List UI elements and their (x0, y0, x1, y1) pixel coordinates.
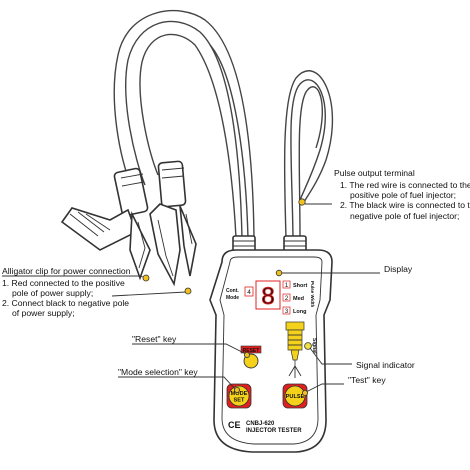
pulse-width-label: Pulse Width (310, 281, 315, 307)
alligator-title: Alligator clip for power connection (2, 266, 131, 276)
signal-indicator-label: Signal indicator (356, 360, 415, 370)
alligator-line-1: 1. Red connected to the positive (2, 278, 125, 288)
signal-label: Signal (311, 338, 317, 354)
callout-pulse-output: Pulse output terminal 1. The red wire is… (334, 168, 470, 221)
alligator-line-3: 2. Connect black to negative pole (2, 298, 129, 308)
test-key-label: "Test" key (348, 375, 386, 385)
alligator-line-2: pole of power supply; (12, 288, 93, 298)
pulse-option-1-label: Short (293, 283, 308, 289)
cont-mode-label-2: Mode (226, 295, 239, 301)
mode-key-label: "Mode selection" key (118, 367, 198, 377)
alligator-line-4: of power supply; (12, 308, 75, 318)
pulse-cable (285, 71, 333, 238)
pulse-button[interactable]: PULSE (283, 384, 307, 408)
mode-set-button[interactable]: MODE SET (227, 384, 251, 408)
pulse-output-line-3: 2. The black wire is connected to the (340, 200, 470, 210)
device-name: INJECTOR TESTER (246, 428, 302, 434)
display-label: Display (384, 264, 413, 274)
cont-mode-label-1: Cont. (226, 288, 239, 294)
alligator-clip-black (150, 161, 196, 284)
alligator-clip-red (62, 168, 150, 278)
pulse-output-line-1: 1. The red wire is connected to the (340, 180, 470, 190)
segment-digit: 8 (261, 283, 274, 310)
pulse-output-dot (299, 199, 305, 205)
ce-mark: CE (228, 420, 241, 430)
pulse-button-label: PULSE (286, 394, 305, 400)
pulse-output-title: Pulse output terminal (334, 168, 415, 178)
pulse-output-line-2: positive pole of fuel injector; (350, 190, 456, 200)
reset-key-label: "Reset" key (132, 334, 177, 344)
device-model: CNBJ-620 (246, 421, 275, 427)
pulse-output-line-4: negative pole of fuel injector; (350, 211, 459, 221)
pulse-option-2-label: Med (293, 296, 304, 302)
callout-alligator: Alligator clip for power connection 1. R… (2, 266, 191, 318)
pulse-option-3-label: Long (293, 309, 306, 315)
segment-display: 8 (256, 281, 280, 310)
cont-mode-value: 4 (247, 289, 251, 296)
mode-button-label-2: SET (234, 398, 245, 404)
